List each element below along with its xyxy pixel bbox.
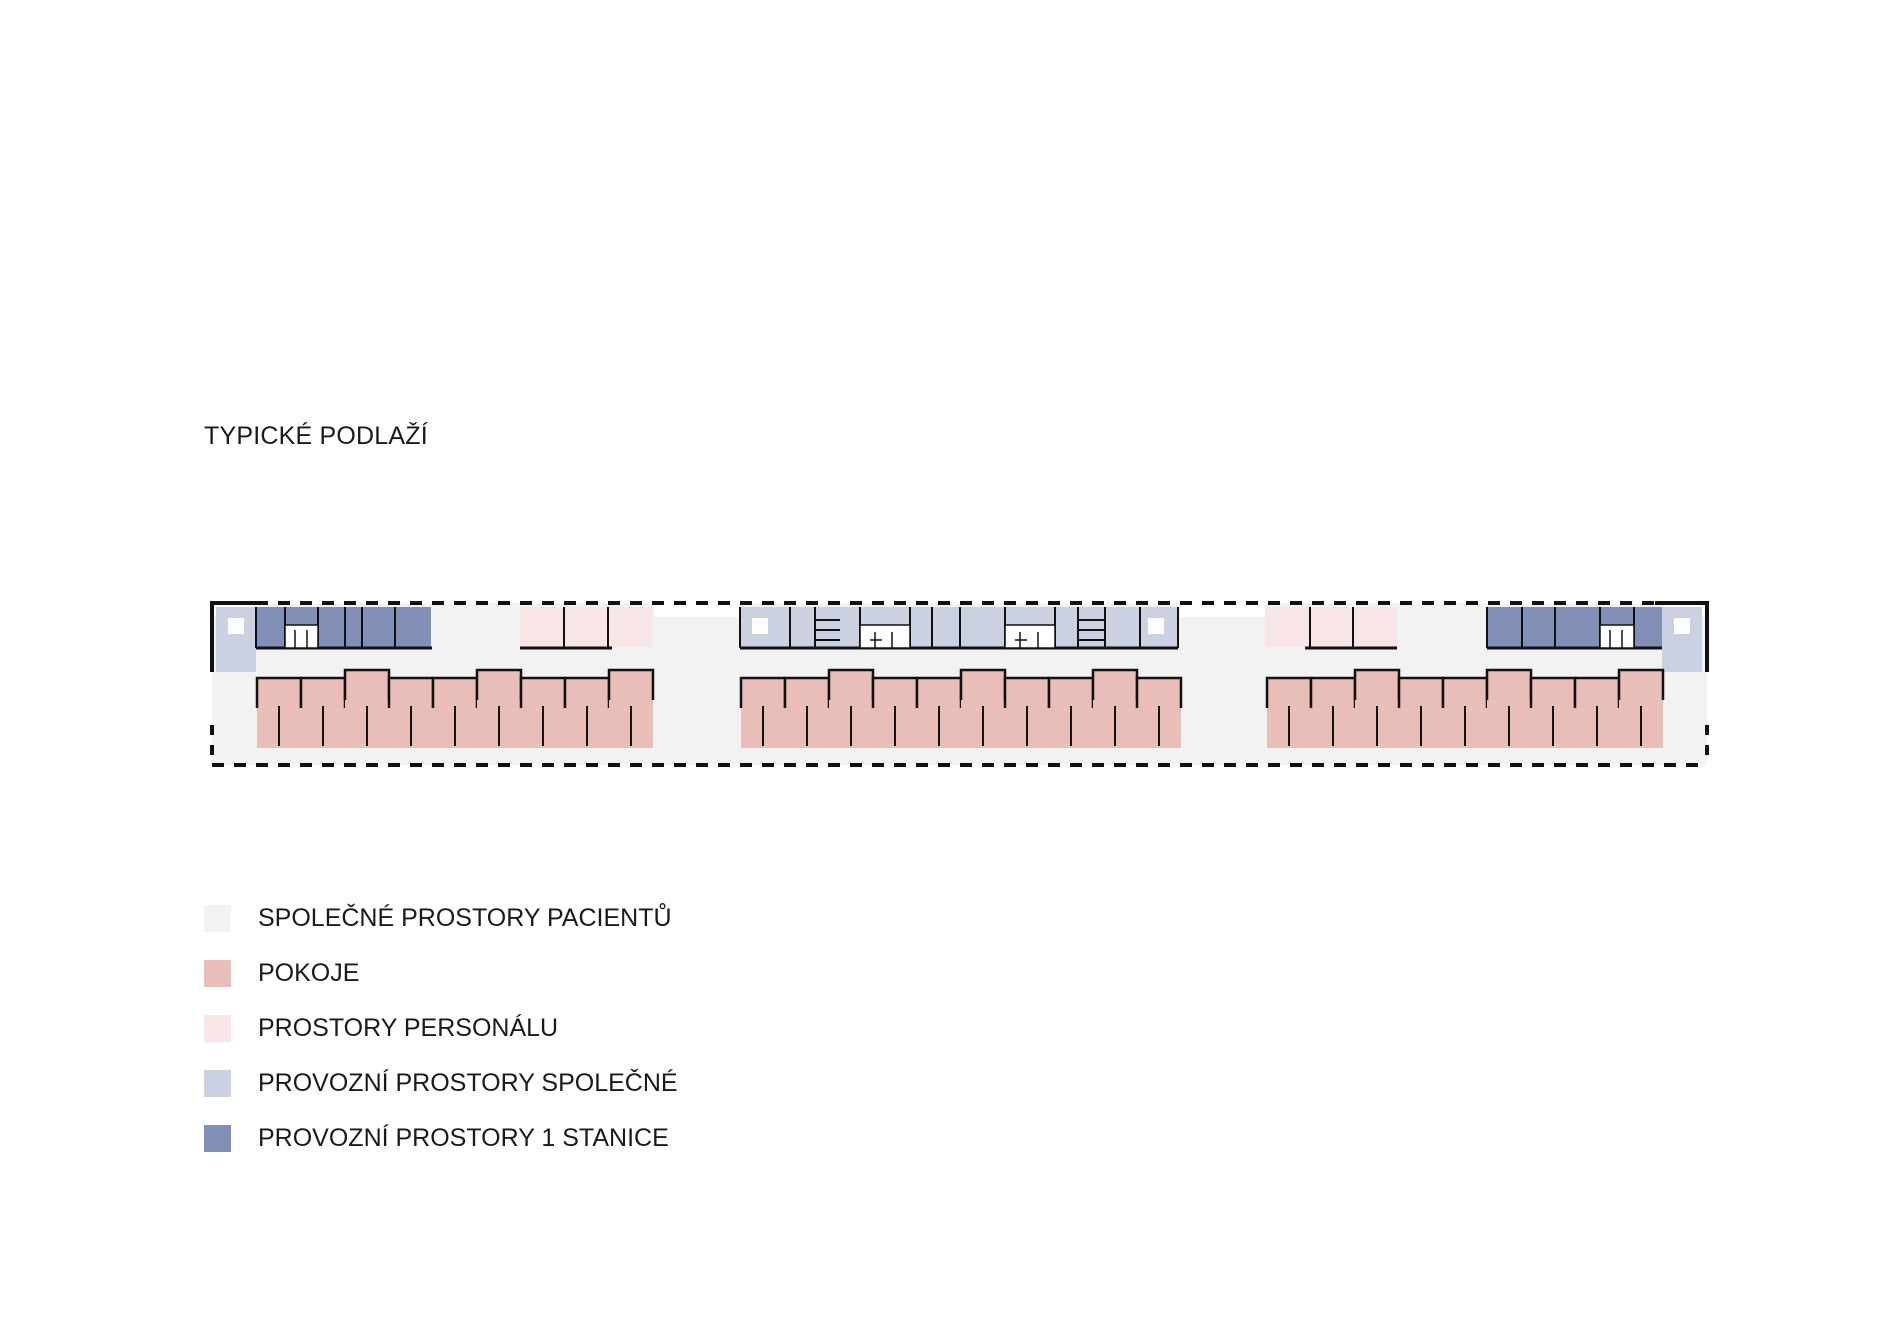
legend-label: SPOLEČNÉ PROSTORY PACIENTŮ [258,904,672,932]
legend-swatch [204,960,231,987]
legend-item-service-shared: PROVOZNÍ PROSTORY SPOLEČNÉ [204,1070,904,1100]
patient-rooms [255,668,1665,748]
center-shared-service [739,607,1179,650]
right-station-service [1486,607,1662,650]
legend-swatch [204,1015,231,1042]
room-wall [1135,676,1183,708]
legend-swatch [204,905,231,932]
room-wall [1617,668,1665,700]
left-staff [520,607,652,650]
legend-item-service-station: PROVOZNÍ PROSTORY 1 STANICE [204,1125,904,1155]
legend-swatch [204,1125,231,1152]
legend-label: PROVOZNÍ PROSTORY 1 STANICE [258,1124,669,1152]
envelope [210,601,1709,767]
page-title: TYPICKÉ PODLAŽÍ [204,422,428,450]
right-staff [1265,607,1397,650]
corner-services [216,607,1702,672]
legend-label: POKOJE [258,959,360,987]
left-station-service [255,607,432,650]
legend-item-rooms: POKOJE [204,960,904,990]
legend-swatch [204,1070,231,1097]
legend-label: PROSTORY PERSONÁLU [258,1014,559,1042]
room-wall [607,668,655,700]
legend-item-staff: PROSTORY PERSONÁLU [204,1015,904,1045]
legend-item-common: SPOLEČNÉ PROSTORY PACIENTŮ [204,905,904,935]
legend-label: PROVOZNÍ PROSTORY SPOLEČNÉ [258,1069,678,1097]
